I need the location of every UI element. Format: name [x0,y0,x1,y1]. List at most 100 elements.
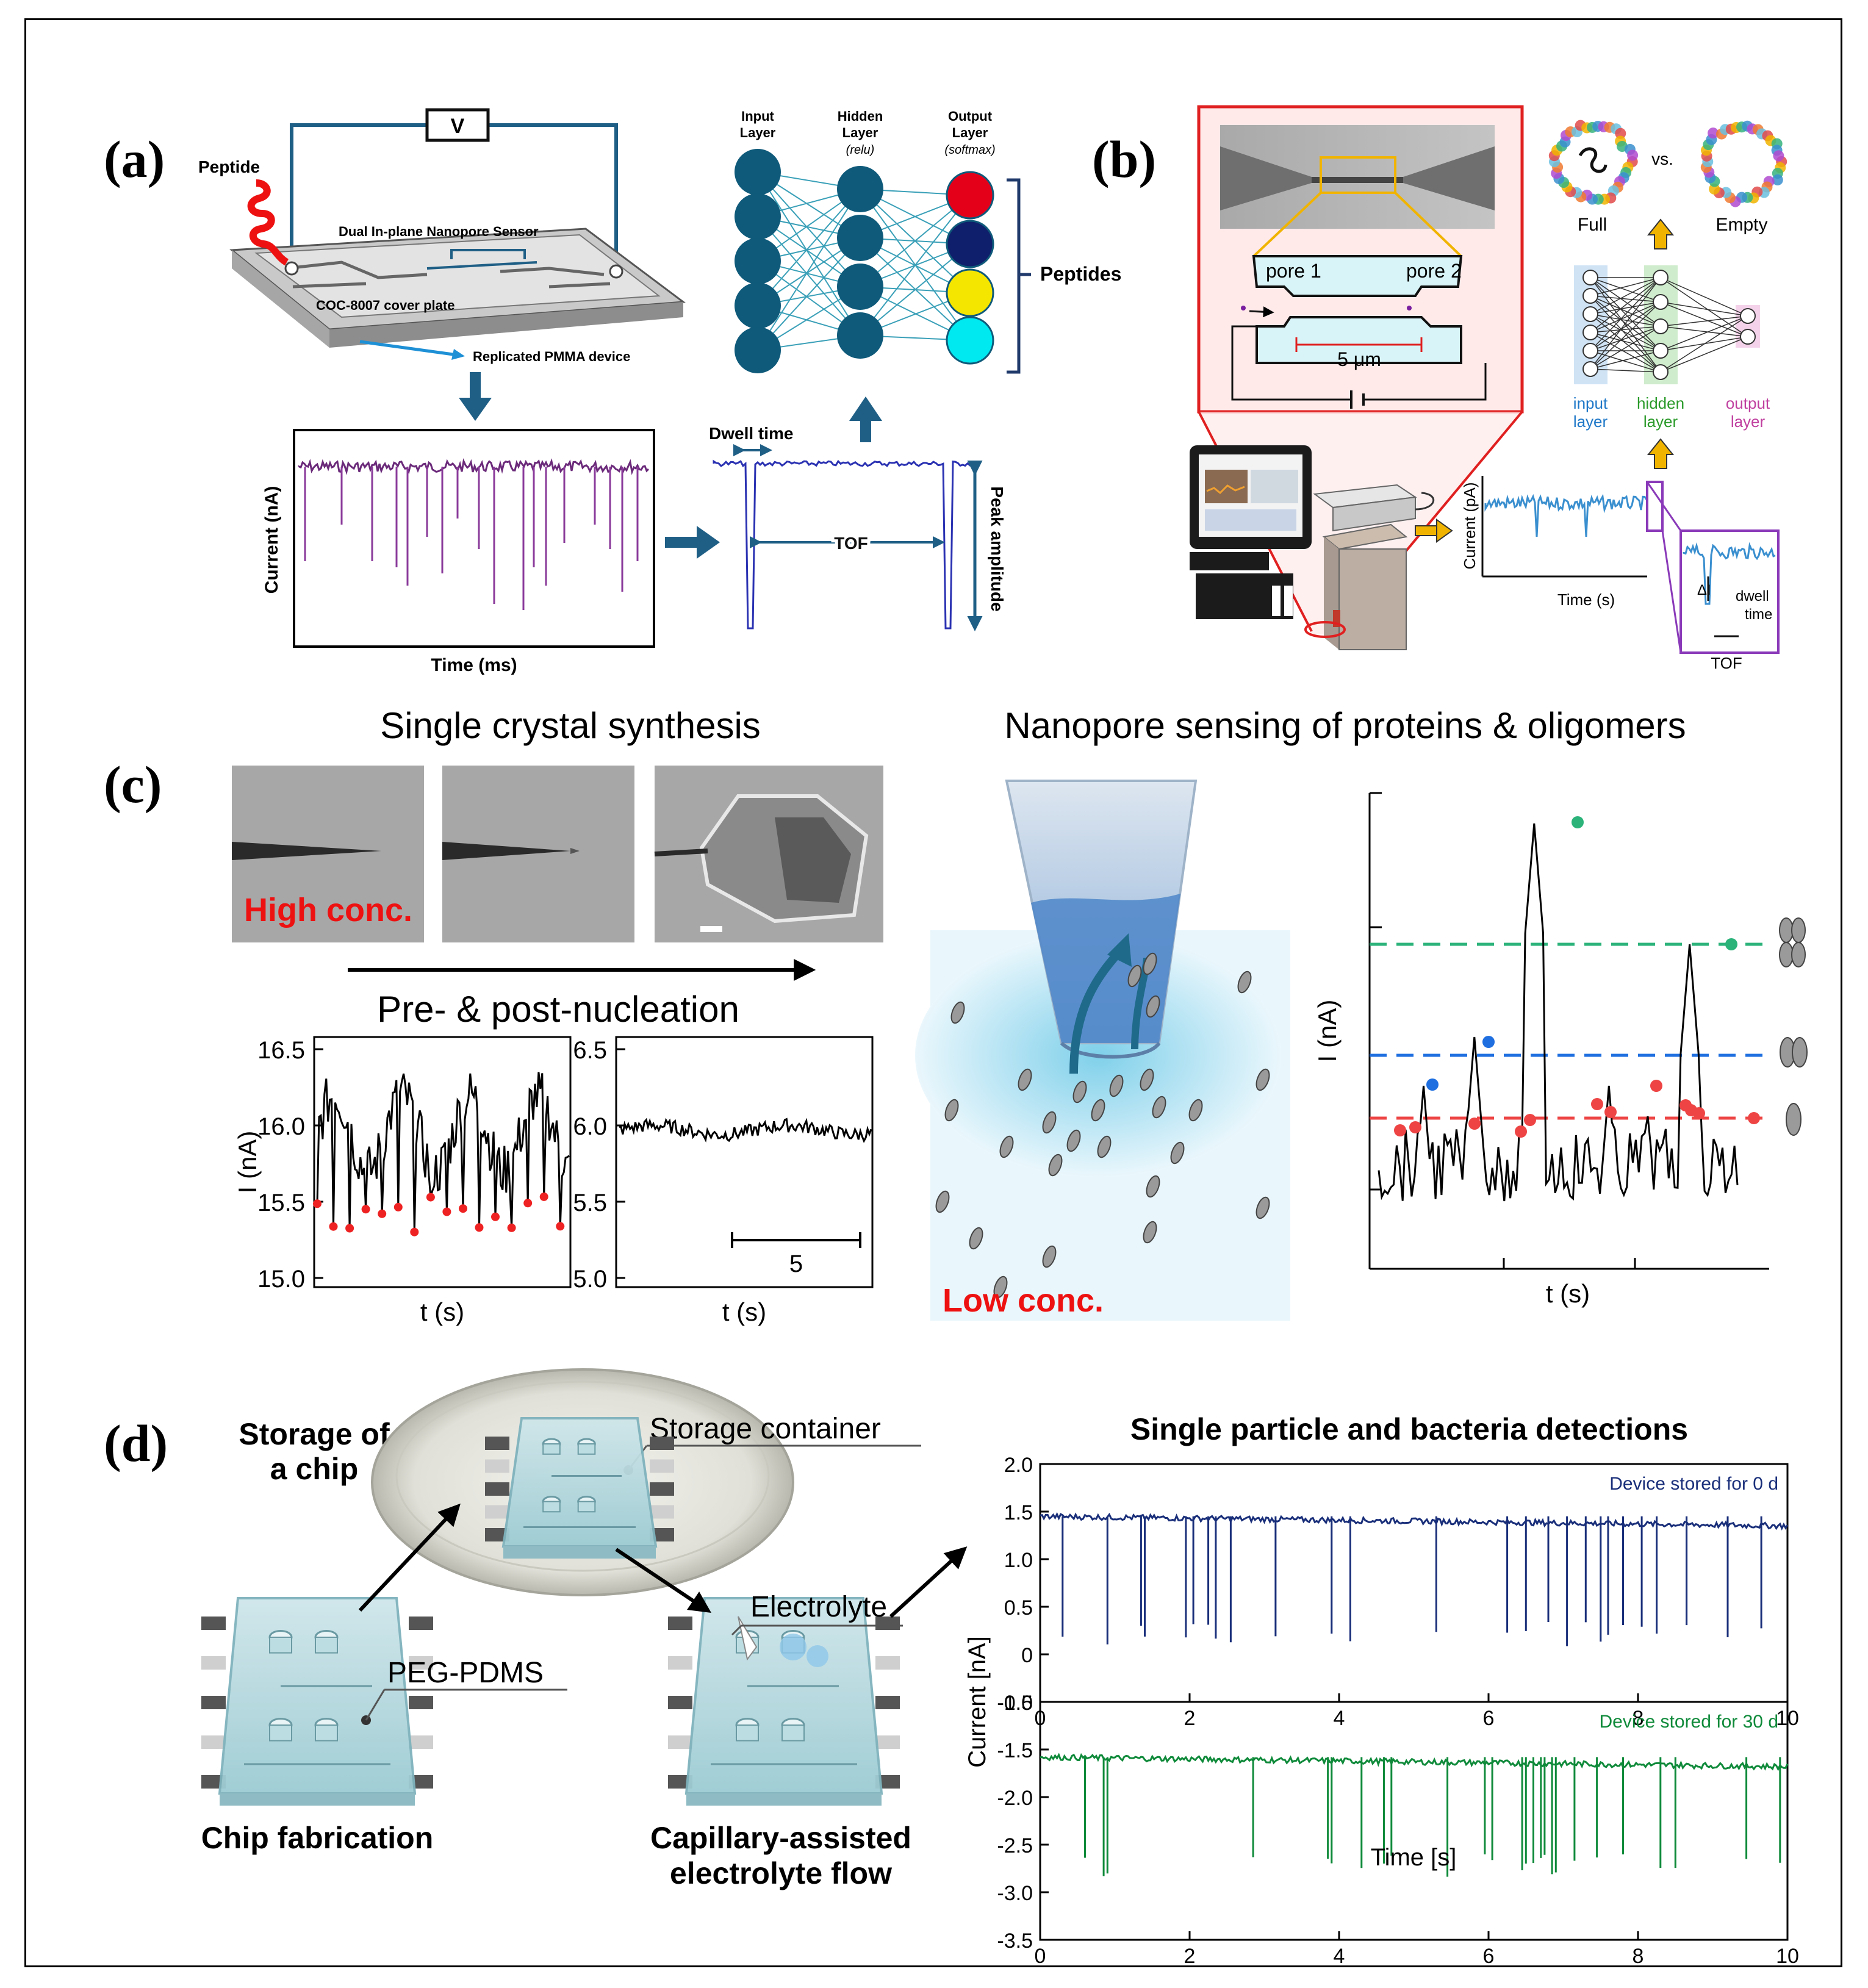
nn-node [1740,329,1756,345]
panel-d: (d) Storage of a chip Storage container … [104,1368,1799,1968]
ring-subunit [1615,127,1626,139]
nn-edge [1590,277,1661,351]
cover-label: COC-8007 cover plate [316,298,454,313]
cover-plate [254,234,661,318]
c-title-left: Single crystal synthesis [380,705,761,746]
electrode-pad [201,1656,226,1670]
protein-particle [1256,1196,1270,1219]
dimer-icon [1792,1037,1808,1068]
panel-a: (a) V Peptide Dual In-plane Nanopore Sen… [104,108,1121,675]
electrode-pad [409,1656,433,1670]
cage-side [1324,537,1339,650]
output-node [946,316,994,365]
electrode-pad [485,1459,509,1473]
c-ylabel: I (nA) [233,1131,262,1194]
protein-particle [1097,1135,1112,1158]
protein-particle [1146,1175,1160,1198]
ring-subunit [1709,183,1720,195]
nucleus [570,848,580,854]
b-ylabel: Current (pA) [1460,482,1479,569]
nn-edge [757,237,861,351]
c-left-ytick: 15.5 [257,1190,305,1216]
chip-fab-label: Chip fabrication [201,1821,434,1855]
nn-edge [1660,277,1748,317]
input-node [735,282,781,329]
event-dot [313,1199,322,1208]
c-title-right: Nanopore sensing of proteins & oligomers [1004,705,1686,746]
ytick-label: 1.0 [1004,1549,1033,1572]
nn-node [1653,294,1669,310]
screen-controls [1205,509,1296,531]
cage-top [1322,523,1408,550]
electrode-pad [650,1437,674,1450]
event-dot [507,1223,516,1232]
chip-base [686,1793,882,1806]
reservoir-well [542,1443,561,1455]
flow-arrow [889,1546,968,1618]
hidden-node [837,215,883,261]
protein-particles [935,952,1270,1299]
peg-label: PEG-PDMS [387,1657,544,1689]
nn-edge [1590,326,1661,351]
d-bottom-axes [1039,1701,1789,1941]
c-right-axes [615,1036,874,1288]
storage-chip-label-2: a chip [270,1452,358,1486]
reservoir-well [315,1637,338,1654]
event-dot [523,1199,533,1208]
circuit-wire [290,123,618,268]
ytick-label: -2.5 [997,1834,1033,1857]
sem-shade [1403,146,1495,210]
ytick-label: 0.5 [1004,1596,1033,1620]
reservoir-well [736,1724,759,1742]
ytick-label: -3.0 [997,1882,1033,1905]
panel-d-label: (d) [104,1414,168,1473]
reservoir-well [781,1724,805,1742]
nn-node [1653,343,1669,359]
event-dot [1394,1124,1406,1136]
xtick-label: 2 [1184,1707,1196,1730]
a-ylabel: Current (nA) [262,486,282,594]
protein-particle [1091,1099,1105,1122]
d-top-trace [1040,1512,1789,1646]
c-right-trace [619,1118,872,1143]
flow-arrow [615,1548,711,1613]
ytick-label: -2.0 [997,1787,1033,1810]
reservoir-well [577,1501,596,1513]
electrode-pad [485,1482,509,1496]
nn-edge [1590,301,1661,333]
protein-particle [1237,971,1252,994]
nn-edge [1590,277,1661,303]
nn-edge [1590,277,1661,327]
cable-icon [1415,492,1435,511]
pointer-arrowhead [451,349,465,360]
input-node [735,149,781,195]
micrograph-scalebar [700,926,722,932]
figure-frame [24,18,1842,1967]
small-network [1582,270,1756,380]
input-layer-label-1: Input [741,109,774,124]
d-top-legend: Device stored for 0 d [1609,1474,1778,1494]
ytick-label: -0.5 [997,1692,1033,1715]
nn-edge [1590,314,1661,327]
electrode-pad [485,1505,509,1519]
circuit [1231,325,1487,401]
high-conc-label: High conc. [244,892,412,928]
xtick-label: 8 [1633,1945,1644,1968]
event-dot [329,1222,338,1231]
nn-edge [757,188,861,351]
output-node [946,268,994,317]
nn-edge [1590,326,1661,370]
nn-edge [1590,295,1661,327]
panel-c: (c) Single crystal synthesis Nanopore se… [104,705,1808,1326]
capillary-label-2: electrolyte flow [670,1856,892,1890]
storage-chip-label-1: Storage of [239,1417,390,1451]
nn-node [1582,270,1598,285]
event-dot [539,1192,548,1201]
nucleation-label: Pre- & post-nucleation [377,989,739,1030]
dish-rim [395,1380,770,1572]
pore-location-marker [1304,621,1346,638]
input-label-1: input [1573,394,1608,412]
nn-edge [757,216,861,336]
output-label-2: layer [1731,412,1766,431]
b-tof-label: TOF [1711,654,1742,672]
